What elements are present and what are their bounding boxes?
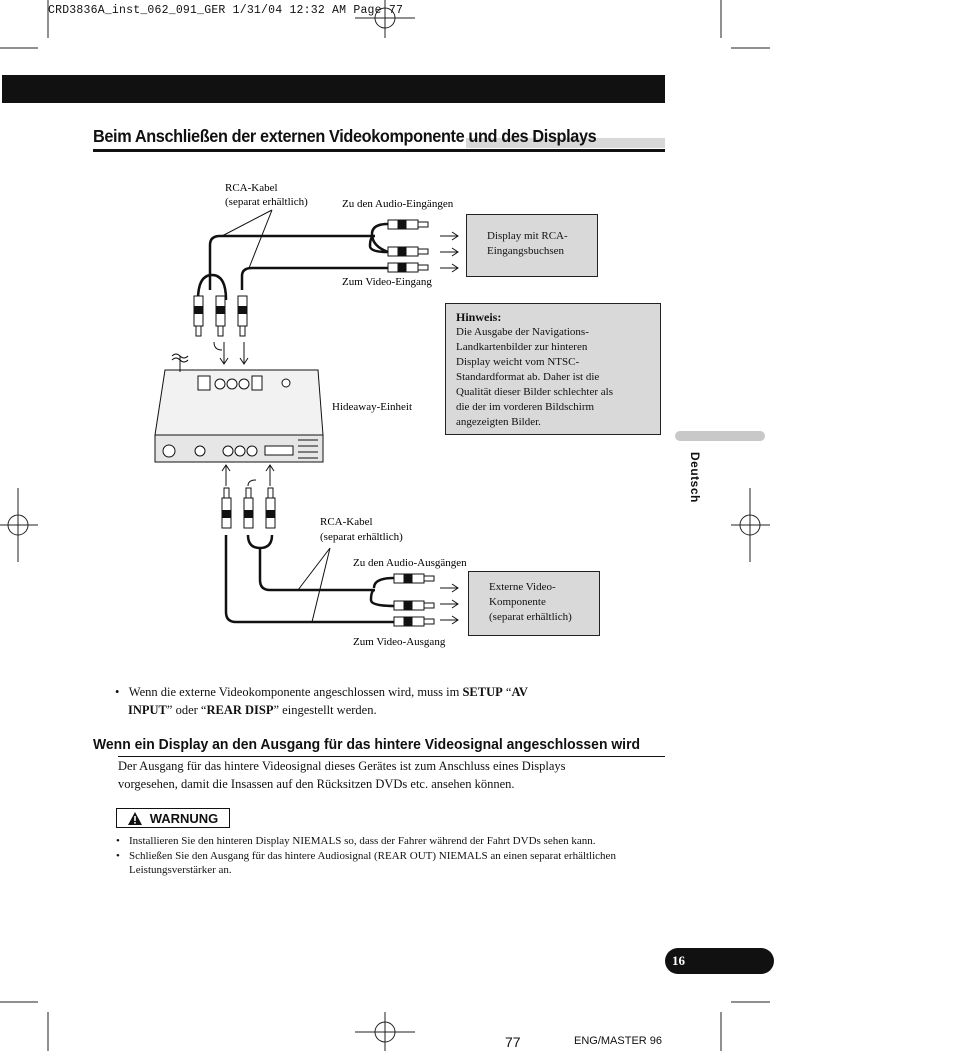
hideaway-unit-label: Hideaway-Einheit bbox=[332, 401, 412, 413]
bullet-text: ” oder “ bbox=[166, 703, 207, 717]
display-box-line-1: Display mit RCA- bbox=[487, 230, 568, 242]
warning-item-text: Schließen Sie den Ausgang für das hinter… bbox=[129, 850, 616, 876]
body-paragraph: Der Ausgang für das hintere Videosignal … bbox=[118, 757, 658, 793]
side-tab bbox=[675, 431, 765, 441]
rca-cable-top-label-1: RCA-Kabel bbox=[225, 182, 278, 194]
warning-list: •Installieren Sie den hinteren Display N… bbox=[116, 834, 656, 878]
body-line: vorgesehen, damit die Insassen auf den R… bbox=[118, 777, 515, 791]
top-bar bbox=[2, 75, 665, 103]
video-input-label: Zum Video-Eingang bbox=[342, 276, 432, 288]
title-rule bbox=[93, 149, 665, 152]
external-box-line-1: Externe Video- bbox=[489, 581, 556, 593]
note-line: Landkartenbilder zur hinteren bbox=[456, 341, 588, 353]
title-shade bbox=[466, 138, 665, 148]
rear-disp-keyword: REAR DISP bbox=[206, 703, 274, 717]
section-page-badge: 16 bbox=[665, 948, 774, 974]
external-box-line-3: (separat erhältlich) bbox=[489, 611, 572, 623]
warning-item: •Installieren Sie den hinteren Display N… bbox=[116, 835, 596, 847]
warning-text: WARNUNG bbox=[149, 810, 219, 826]
rca-cable-bottom-label-1: RCA-Kabel bbox=[320, 516, 373, 528]
note-box: Hinweis: Die Ausgabe der Navigations- La… bbox=[445, 303, 661, 435]
bullet-text: Wenn die externe Videokomponente angesch… bbox=[128, 685, 463, 699]
av-keyword: AV bbox=[511, 685, 528, 699]
bullet-quote: “ bbox=[502, 685, 512, 699]
section-title: Beim Anschließen der externen Videokompo… bbox=[93, 126, 597, 146]
body-line: Der Ausgang für das hintere Videosignal … bbox=[118, 759, 566, 773]
note-line: Display weicht vom NTSC- bbox=[456, 356, 580, 368]
bullet-text: ” eingestellt werden. bbox=[273, 703, 377, 717]
external-box-line-2: Komponente bbox=[489, 596, 546, 608]
note-line: Qualität dieser Bilder schlechter als bbox=[456, 386, 613, 398]
footer-code: ENG/MASTER 96 bbox=[574, 1035, 663, 1047]
setup-keyword: SETUP bbox=[462, 685, 503, 699]
language-label: Deutsch bbox=[688, 452, 702, 503]
display-box: Display mit RCA- Eingangsbuchsen bbox=[466, 214, 598, 277]
video-output-label: Zum Video-Ausgang bbox=[353, 636, 446, 648]
subsection-title: Wenn ein Display an den Ausgang für das … bbox=[93, 736, 641, 753]
note-line: Standardformat ab. Daher ist die bbox=[456, 371, 600, 383]
note-line: die der im vorderen Bildschirm bbox=[456, 401, 595, 413]
setup-bullet: • Wenn die externe Videokomponente anges… bbox=[115, 683, 625, 719]
audio-inputs-label: Zu den Audio-Eingängen bbox=[342, 198, 454, 210]
display-box-line-2: Eingangsbuchsen bbox=[487, 245, 564, 257]
rca-cable-bottom-label-2: (separat erhältlich) bbox=[320, 531, 403, 543]
audio-outputs-label: Zu den Audio-Ausgängen bbox=[353, 557, 467, 569]
warning-label: WARNUNG bbox=[116, 808, 230, 828]
external-component-box: Externe Video- Komponente (separat erhäl… bbox=[468, 571, 600, 636]
subsection-rule bbox=[118, 756, 665, 757]
print-header: CRD3836A_inst_062_091_GER 1/31/04 12:32 … bbox=[48, 4, 404, 17]
warning-item: •Schließen Sie den Ausgang für das hinte… bbox=[116, 849, 656, 877]
note-line: angezeigten Bilder. bbox=[456, 416, 541, 428]
page-number: 77 bbox=[505, 1034, 521, 1050]
bullet-symbol: • bbox=[115, 685, 120, 699]
input-keyword: INPUT bbox=[128, 703, 167, 717]
note-line: Die Ausgabe der Navigations- bbox=[456, 326, 589, 338]
warning-icon bbox=[127, 811, 142, 825]
warning-item-text: Installieren Sie den hinteren Display NI… bbox=[129, 835, 596, 847]
note-title: Hinweis: bbox=[456, 310, 502, 324]
rca-cable-top-label-2: (separat erhältlich) bbox=[225, 196, 308, 208]
